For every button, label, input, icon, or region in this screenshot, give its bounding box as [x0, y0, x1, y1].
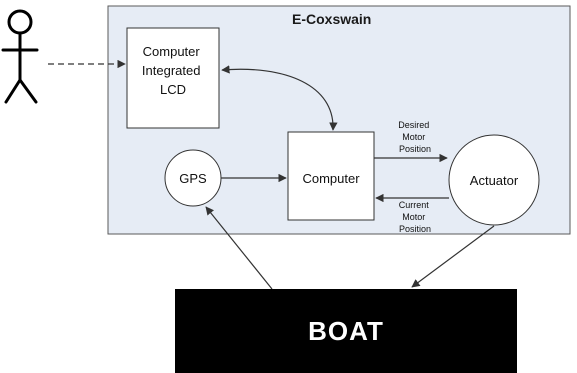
- boat-to-gps-arrow: [205, 206, 273, 290]
- lcd-label-line1: Computer: [143, 44, 201, 59]
- actuator-label: Actuator: [470, 173, 519, 188]
- boat-block: [175, 289, 517, 373]
- actuator-node: [448, 134, 540, 226]
- boat-label: BOAT: [308, 316, 384, 346]
- desired-label-line3: Position: [399, 144, 431, 154]
- lcd-label-line3: LCD: [160, 82, 186, 97]
- current-label-line1: Current: [399, 200, 430, 210]
- system-title: E-Coxswain: [292, 11, 371, 27]
- svg-text:Current Motor Position: Current Motor Position: [399, 200, 432, 234]
- desired-label-line1: Desired: [398, 120, 429, 130]
- lcd-box: [126, 27, 220, 129]
- svg-text:Computer Integrated LC: Computer Integrated LCD: [142, 44, 204, 97]
- actuator-to-boat-arrow: [411, 225, 495, 288]
- computer-label: Computer: [302, 171, 360, 186]
- lcd-computer-link: [221, 65, 338, 131]
- computer-box: [287, 131, 375, 221]
- stick-figure-user-icon: [1, 9, 39, 104]
- gps-label: GPS: [179, 171, 207, 186]
- desired-label-line2: Motor: [402, 132, 425, 142]
- current-label-line3: Position: [399, 224, 431, 234]
- current-label-line2: Motor: [402, 212, 425, 222]
- lcd-label-line2: Integrated: [142, 63, 201, 78]
- svg-text:Desired Motor Position: Desired Motor Position: [398, 120, 432, 154]
